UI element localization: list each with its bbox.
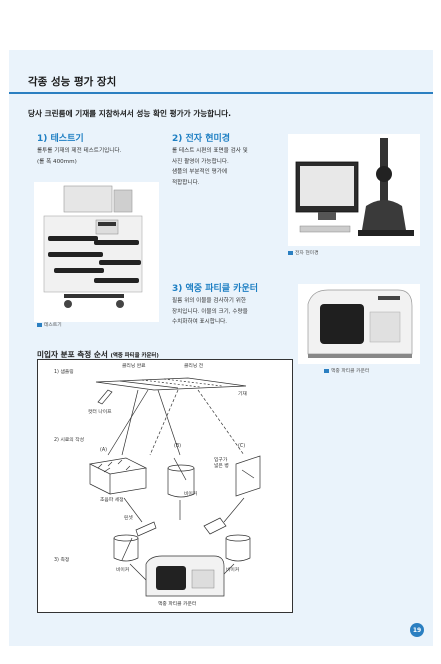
diagram-heading-text: 미입자 분포 측정 순서 <box>37 350 108 359</box>
tester-text: 롤투롤 기재의 제전 테스트기입니다. (롤 폭 400mm) <box>37 146 121 167</box>
diagram-heading-note: (액중 파티클 카운터) <box>110 353 159 359</box>
microscope-caption-text: 전자 현미경 <box>295 251 319 256</box>
microscope-heading: 2) 전자 현미경 <box>172 134 231 144</box>
step3-label: 3) 측정 <box>54 558 70 563</box>
caption-marker-icon <box>37 322 42 327</box>
rinse-label: 린셋 <box>124 516 133 521</box>
caption-marker-icon <box>288 250 293 255</box>
step1-label: 1) 샘플링 <box>54 370 74 375</box>
counter-line: 장치입니다. 이물의 크기, 수량을 <box>172 308 248 315</box>
label-a: (A) <box>100 448 108 453</box>
counter-line: 수치화하여 표시합니다. <box>172 319 228 325</box>
diagram-heading: 미입자 분포 측정 순서 (액중 파티클 카운터) <box>37 349 159 360</box>
cutter-label: 컷터 나이프 <box>88 410 112 415</box>
step2-label: 2) 시료의 작성 <box>54 438 85 443</box>
microscope-line: 롤 테스트 시편의 표면을 검사 및 <box>172 148 248 154</box>
counter-text: 필름 위의 이물을 검사하기 위한 장치입니다. 이물의 크기, 수량을 수치화… <box>172 296 248 328</box>
microscope-caption: 전자 현미경 <box>288 249 319 256</box>
tester-photo <box>34 182 159 322</box>
tester-machine-illustration <box>43 185 143 308</box>
counter-caption-text: 액중 파티클 카운터 <box>331 369 370 374</box>
counter-photo <box>298 284 420 364</box>
cleaning-before-label: 클리닝 전 <box>184 364 204 369</box>
procedure-drawing <box>88 377 261 597</box>
particle-counter-illustration <box>307 289 413 358</box>
microscope-illustration <box>295 138 414 236</box>
ultrasonic-label: 초음파 세정 <box>100 498 124 503</box>
microscope-text: 롤 테스트 시편의 표면을 검사 및 사진 촬영이 가능합니다. 샘플의 부분적… <box>172 146 248 188</box>
microscope-line: 샘플의 부분적인 평가에 <box>172 169 228 175</box>
tester-heading: 1) 테스트기 <box>37 134 84 144</box>
beaker-left-label: 비이커 <box>116 568 130 573</box>
tester-line: 롤투롤 기재의 제전 테스트기입니다. <box>37 148 122 154</box>
caption-marker-icon <box>324 368 329 373</box>
microscope-photo <box>288 134 420 246</box>
measurement-procedure-diagram: 1) 샘플링 클리닝 완료 클리닝 전 기재 컷터 나이프 2) 시료의 작성 … <box>37 359 293 613</box>
counter-caption: 액중 파티클 카운터 <box>324 367 369 374</box>
beaker-label: 비이커 <box>184 492 198 497</box>
intro-text: 당사 크린룸에 기재를 지참하셔서 성능 확인 평가가 가능합니다. <box>28 109 232 118</box>
counter-diagram-label: 액중 파티클 카운터 <box>158 602 197 607</box>
beaker-right-label: 비이커 <box>226 568 240 573</box>
tester-line: (롤 폭 400mm) <box>37 158 77 165</box>
counter-line: 필름 위의 이물을 검사하기 위한 <box>172 298 247 304</box>
wide-mouth-label: 입구가 <box>214 458 228 463</box>
page-number: 19 <box>410 623 424 637</box>
label-c: (C) <box>238 444 246 449</box>
microscope-line: 사진 촬영이 가능합니다. <box>172 158 229 165</box>
page-title: 각종 성능 평가 장치 <box>28 76 117 88</box>
title-divider <box>9 92 433 94</box>
counter-heading: 3) 액중 파티클 카운터 <box>172 284 259 294</box>
wide-mouth-label-2: 넓은 병 <box>214 464 229 469</box>
tester-caption-text: 테스트기 <box>44 323 62 328</box>
substrate-label: 기재 <box>238 392 247 397</box>
cleaning-done-label: 클리닝 완료 <box>122 364 146 369</box>
tester-caption: 테스트기 <box>37 321 62 328</box>
label-b: (B) <box>174 444 182 449</box>
microscope-line: 적합합니다. <box>172 179 200 186</box>
